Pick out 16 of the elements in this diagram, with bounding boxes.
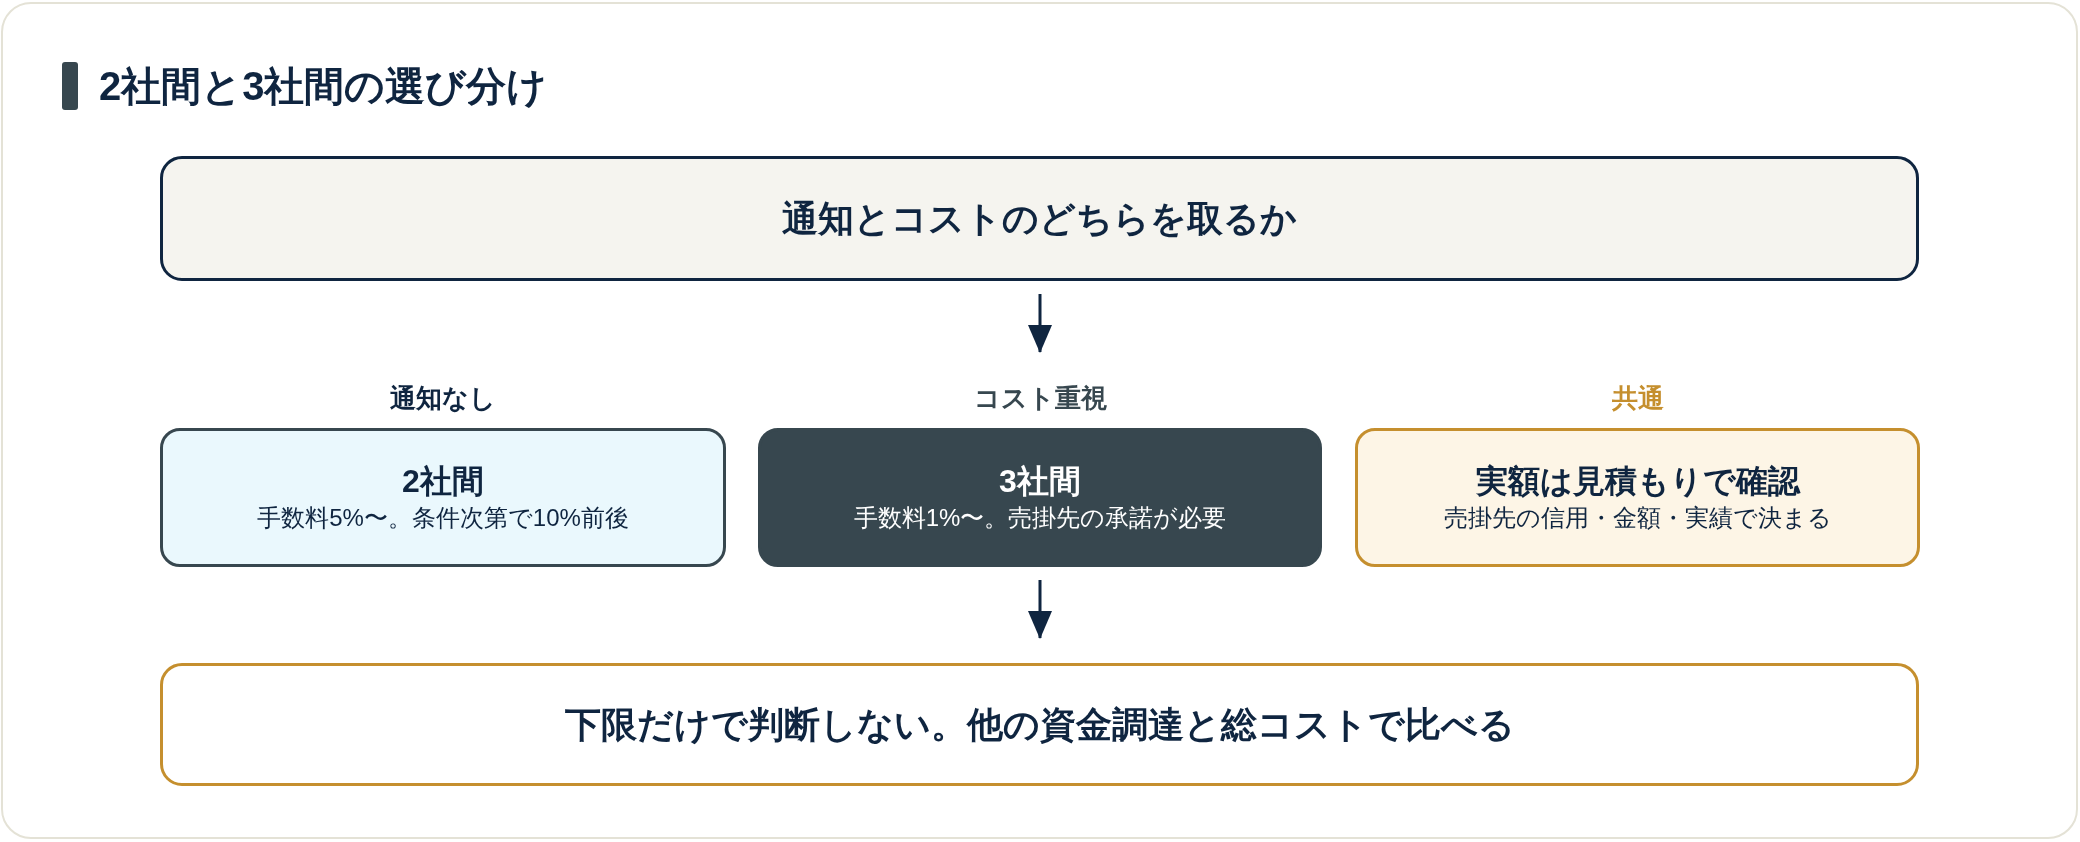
- option-description: 売掛先の信用・金額・実績で決まる: [1443, 502, 1832, 533]
- option-title: 実額は見積もりで確認: [1475, 461, 1800, 501]
- option-title: 3社間: [999, 461, 1081, 501]
- arrow: [1028, 294, 1052, 353]
- section-label: 共通: [1611, 382, 1664, 414]
- diagram-title: 2社間と3社間の選び分け: [99, 63, 548, 110]
- conclusion-box: [160, 663, 1919, 786]
- question-box: [160, 156, 1919, 281]
- conclusion-text: 下限だけで判断しない。他の資金調達と総コストで比べる: [564, 702, 1515, 747]
- option-description: 手数料5%〜。条件次第で10%前後: [257, 502, 629, 533]
- arrow: [1028, 580, 1052, 639]
- option-description: 手数料1%〜。売掛先の承諾が必要: [853, 502, 1227, 533]
- option-title: 2社間: [402, 461, 484, 501]
- section-label: 通知なし: [390, 382, 496, 414]
- section-label: コスト重視: [973, 382, 1107, 414]
- question-text: 通知とコストのどちらを取るか: [782, 196, 1297, 241]
